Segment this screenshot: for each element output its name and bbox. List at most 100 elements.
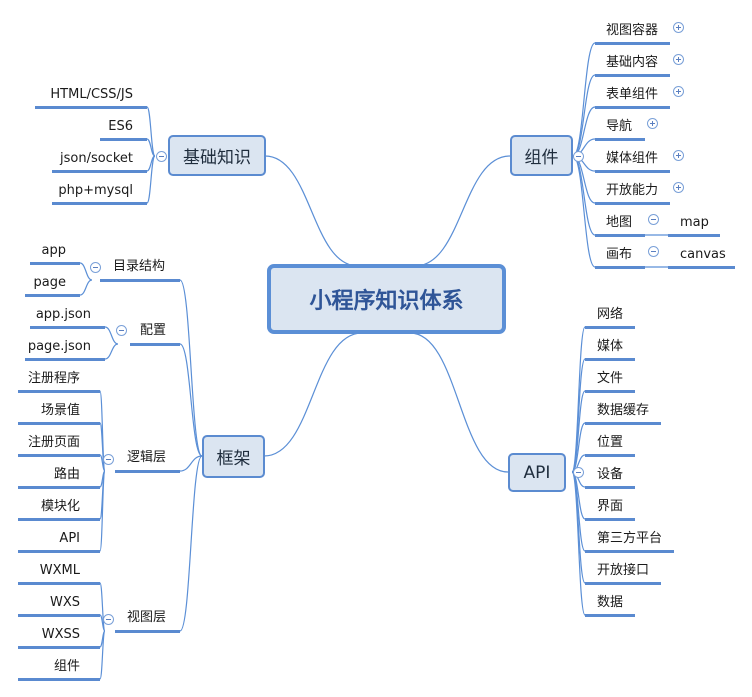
api-item[interactable]: 开放接口 <box>597 563 650 578</box>
framework-group[interactable]: 逻辑层 <box>127 450 167 465</box>
expand-icon[interactable] <box>673 54 684 65</box>
component-subitem[interactable]: map <box>680 215 709 230</box>
branch-underline <box>18 422 100 425</box>
collapse-icon[interactable] <box>573 151 584 162</box>
component-item[interactable]: 地图 <box>606 215 633 230</box>
api-item[interactable]: 数据缓存 <box>597 403 650 418</box>
connector <box>99 454 106 472</box>
connector <box>104 326 119 345</box>
framework-item[interactable]: app.json <box>35 307 91 322</box>
framework-item[interactable]: 场景值 <box>40 403 80 418</box>
framework-item[interactable]: WXML <box>39 563 80 578</box>
connector <box>572 155 596 268</box>
collapse-icon[interactable] <box>156 151 167 162</box>
collapse-icon[interactable] <box>103 614 114 625</box>
framework-item[interactable]: WXS <box>49 595 80 610</box>
branch-underline <box>30 262 80 265</box>
branch-underline <box>595 202 670 205</box>
connector <box>571 471 586 616</box>
branch-underline <box>18 390 100 393</box>
component-item[interactable]: 视图容器 <box>606 23 659 38</box>
topic-basics[interactable]: 基础知识 <box>168 135 266 176</box>
branch-underline <box>25 358 105 361</box>
framework-item[interactable]: 注册程序 <box>27 371 80 386</box>
connector <box>99 470 106 552</box>
expand-icon[interactable] <box>673 22 684 33</box>
basics-item[interactable]: ES6 <box>108 119 133 134</box>
branch-underline <box>100 279 180 282</box>
branch-underline <box>585 614 635 617</box>
connector <box>572 74 596 157</box>
root-label: 小程序知识体系 <box>309 289 464 314</box>
branch-underline <box>585 358 635 361</box>
expand-icon[interactable] <box>673 182 684 193</box>
connector <box>264 155 359 267</box>
connector <box>572 155 596 236</box>
framework-item[interactable]: 模块化 <box>40 499 80 514</box>
framework-item[interactable]: 注册页面 <box>27 435 80 450</box>
api-item[interactable]: 位置 <box>597 435 624 450</box>
topic-components[interactable]: 组件 <box>510 135 573 176</box>
collapse-icon[interactable] <box>103 454 114 465</box>
collapse-icon[interactable] <box>648 214 659 225</box>
collapse-icon[interactable] <box>90 262 101 273</box>
framework-item[interactable]: page.json <box>27 339 91 354</box>
component-item[interactable]: 导航 <box>606 119 633 134</box>
component-item[interactable]: 基础内容 <box>606 55 659 70</box>
branch-underline <box>585 326 635 329</box>
framework-item[interactable]: 路由 <box>53 467 80 482</box>
basics-item[interactable]: json/socket <box>60 151 133 166</box>
api-item[interactable]: 媒体 <box>597 339 624 354</box>
root-node[interactable]: 小程序知识体系 <box>267 264 506 334</box>
framework-group[interactable]: 配置 <box>140 323 167 338</box>
topic-framework[interactable]: 框架 <box>202 435 265 478</box>
component-item[interactable]: 开放能力 <box>606 183 659 198</box>
expand-icon[interactable] <box>647 118 658 129</box>
framework-item[interactable]: app <box>41 243 66 258</box>
expand-icon[interactable] <box>673 86 684 97</box>
connector <box>146 155 156 204</box>
component-item[interactable]: 表单组件 <box>606 87 659 102</box>
branch-underline <box>595 74 670 77</box>
framework-item[interactable]: API <box>59 531 80 546</box>
topic-label: 基础知识 <box>183 148 251 168</box>
branch-underline <box>35 106 147 109</box>
branch-underline <box>585 454 635 457</box>
api-item[interactable]: 网络 <box>597 307 624 322</box>
topic-api[interactable]: API <box>508 453 566 492</box>
api-item[interactable]: 设备 <box>597 467 624 482</box>
branch-underline <box>30 326 105 329</box>
collapse-icon[interactable] <box>116 325 127 336</box>
api-item[interactable]: 第三方平台 <box>597 531 663 546</box>
framework-group[interactable]: 视图层 <box>127 610 167 625</box>
branch-underline <box>595 266 645 269</box>
topic-label: API <box>523 462 551 483</box>
branch-underline <box>130 343 180 346</box>
api-item[interactable]: 文件 <box>597 371 624 386</box>
component-subitem[interactable]: canvas <box>680 247 726 262</box>
branch-underline <box>52 202 147 205</box>
connector <box>179 279 203 457</box>
branch-underline <box>25 294 80 297</box>
collapse-icon[interactable] <box>573 467 584 478</box>
api-item[interactable]: 界面 <box>597 499 624 514</box>
branch-underline <box>585 390 635 393</box>
branch-underline <box>52 170 147 173</box>
api-item[interactable]: 数据 <box>597 595 624 610</box>
framework-item[interactable]: WXSS <box>41 627 80 642</box>
expand-icon[interactable] <box>673 150 684 161</box>
component-item[interactable]: 媒体组件 <box>606 151 659 166</box>
connector <box>571 471 586 584</box>
framework-item[interactable]: page <box>33 275 66 290</box>
component-item[interactable]: 画布 <box>606 247 633 262</box>
branch-underline <box>668 234 720 237</box>
collapse-icon[interactable] <box>648 246 659 257</box>
basics-item[interactable]: php+mysql <box>58 183 133 198</box>
basics-item[interactable]: HTML/CSS/JS <box>50 87 133 102</box>
branch-underline <box>100 138 147 141</box>
branch-underline <box>585 486 635 489</box>
connector <box>104 343 119 360</box>
framework-item[interactable]: 组件 <box>53 659 80 674</box>
framework-group[interactable]: 目录结构 <box>113 259 166 274</box>
